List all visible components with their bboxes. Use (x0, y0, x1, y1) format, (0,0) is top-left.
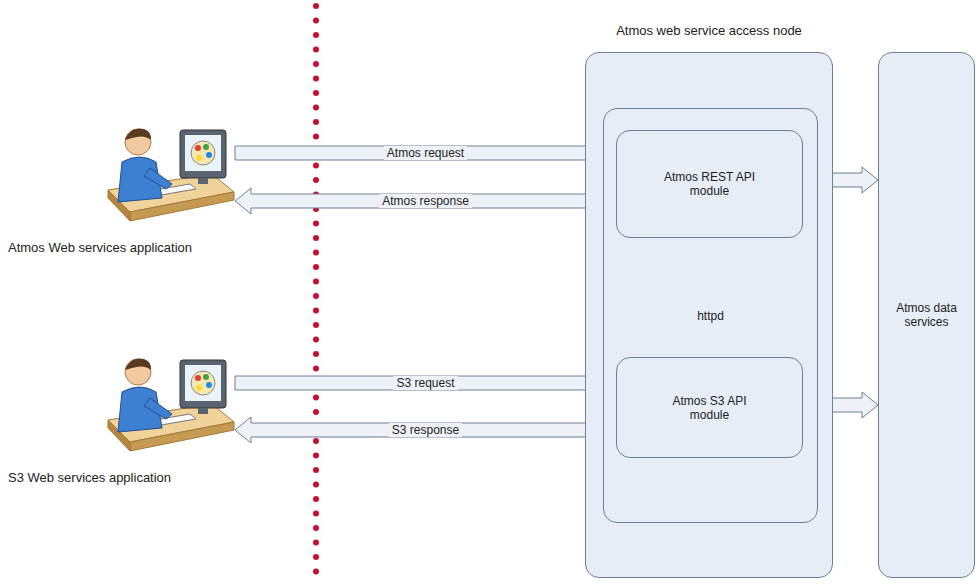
arrow-label: Atmos request (384, 146, 467, 160)
boundary-dot (313, 351, 319, 357)
boundary-dot (313, 221, 319, 227)
boundary-dot (313, 119, 319, 125)
boundary-dot (313, 264, 319, 270)
boundary-dot (313, 61, 319, 67)
arrow-label: Atmos response (379, 194, 472, 208)
client-application: S3 Web services application (8, 348, 308, 490)
user-icon (100, 118, 235, 228)
access-node-box: Atmos web service access nodehttpdAtmos … (585, 52, 833, 578)
client-application: Atmos Web services application (8, 118, 308, 260)
boundary-dot (313, 409, 319, 415)
boundary-dot (313, 540, 319, 546)
application-label: S3 Web services application (8, 470, 171, 485)
boundary-dot (313, 235, 319, 241)
boundary-dot (313, 18, 319, 24)
boundary-dot (313, 3, 319, 9)
boundary-dot (313, 554, 319, 560)
boundary-dot (313, 134, 319, 140)
node-label: httpd (697, 309, 724, 323)
boundary-dot (313, 438, 319, 444)
boundary-dot (313, 511, 319, 517)
flow-arrow (235, 188, 616, 214)
httpd-box: httpd Atmos REST API moduleAtmos S3 API m… (603, 108, 818, 523)
boundary-dot (313, 32, 319, 38)
arrow-label: S3 response (389, 423, 462, 437)
boundary-dot (313, 482, 319, 488)
boundary-dot (313, 90, 319, 96)
user-icon (100, 348, 235, 458)
data-services-box: Atmos data services (878, 52, 975, 578)
boundary-dot (313, 569, 319, 575)
boundary-dot (313, 337, 319, 343)
boundary-dot (313, 322, 319, 328)
node-label: Atmos REST API module (659, 170, 760, 198)
boundary-dot (313, 47, 319, 53)
flow-arrow (235, 140, 616, 166)
boundary-dot (313, 163, 319, 169)
boundary-dot (313, 279, 319, 285)
boundary-dot (313, 496, 319, 502)
boundary-dot (313, 453, 319, 459)
boundary-dot (313, 308, 319, 314)
boundary-dot (313, 76, 319, 82)
node-heading: Atmos web service access node (566, 23, 852, 38)
flow-arrow (235, 370, 616, 396)
node-label: Atmos S3 API module (659, 394, 760, 422)
flow-arrow (235, 417, 616, 443)
api-module: Atmos REST API module (616, 130, 803, 238)
boundary-dot (313, 105, 319, 111)
boundary-dot (313, 293, 319, 299)
boundary-dot (313, 250, 319, 256)
api-module: Atmos S3 API module (616, 357, 803, 458)
boundary-dot (313, 525, 319, 531)
boundary-dot (313, 366, 319, 372)
arrow-label: S3 request (393, 376, 457, 390)
application-label: Atmos Web services application (8, 240, 192, 255)
boundary-dot (313, 177, 319, 183)
node-label: Atmos data services (887, 301, 966, 329)
boundary-dot (313, 467, 319, 473)
boundary-dot (313, 395, 319, 401)
